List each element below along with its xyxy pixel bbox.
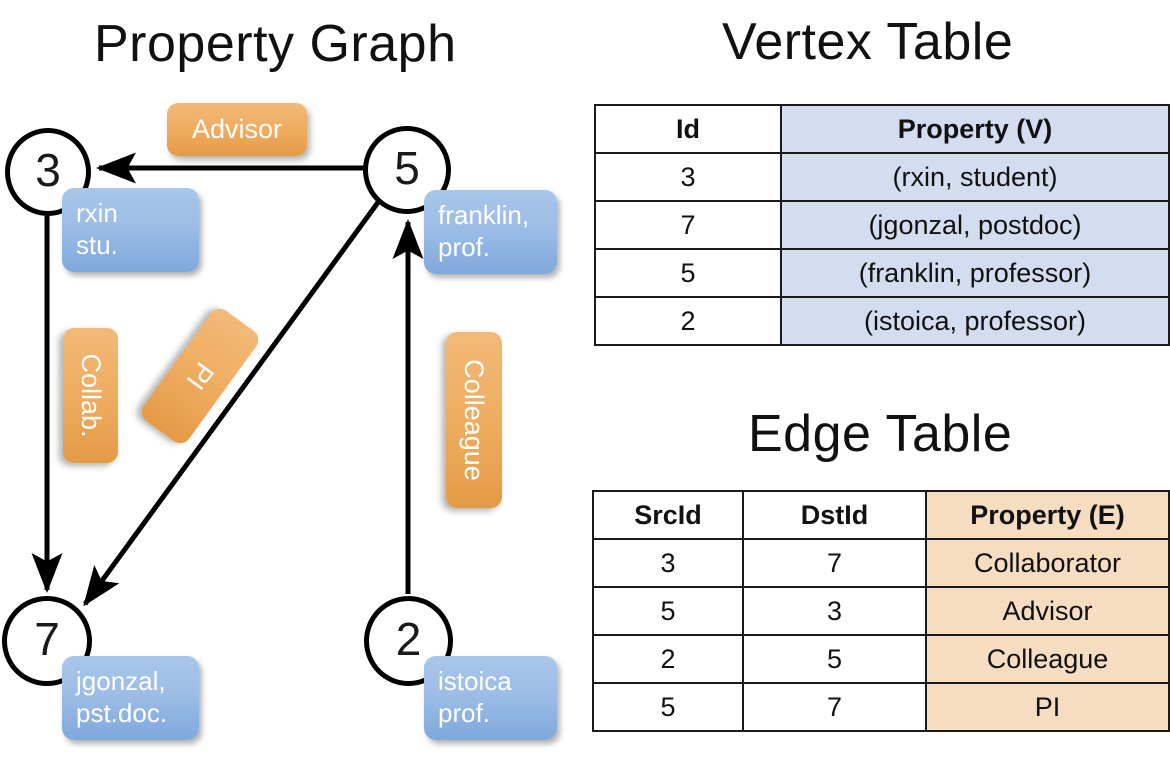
graph-node-2-property-box: istoica prof. — [424, 656, 557, 740]
edge-table-header-row: SrcId DstId Property (E) — [592, 490, 1170, 540]
vertex-row-1-id: 7 — [594, 200, 782, 250]
vertex-row-1-property: (jgonzal, postdoc) — [780, 200, 1170, 250]
edge-table-col-dstid: DstId — [742, 490, 927, 540]
vertex-row-2-property: (franklin, professor) — [780, 248, 1170, 298]
table-row[interactable]: 5 3 Advisor — [592, 586, 1170, 636]
edge-label-pi-text: PI — [180, 357, 221, 396]
edge-table-col-srcid: SrcId — [592, 490, 744, 540]
edge-table: SrcId DstId Property (E) 3 7 Collaborato… — [592, 490, 1170, 732]
edge-row-2-src: 2 — [592, 634, 744, 684]
edge-row-0-property: Collaborator — [925, 538, 1170, 588]
graph-edges-layer — [31, 152, 424, 607]
graph-node-5-property-box: franklin, prof. — [424, 190, 557, 274]
graph-node-3-property-line2: stu. — [76, 229, 118, 260]
graph-node-3-property-box: rxin stu. — [62, 188, 199, 272]
edge-label-colleague-text: Colleague — [459, 359, 490, 481]
vertex-table-col-id: Id — [594, 104, 782, 154]
page-title-edge-table: Edge Table — [748, 405, 1013, 463]
graph-node-2[interactable]: 2 — [364, 596, 453, 686]
edge-row-0-dst: 7 — [742, 538, 927, 588]
edge-table-col-property: Property (E) — [925, 490, 1170, 540]
graph-node-5[interactable]: 5 — [363, 126, 451, 214]
table-row[interactable]: 5 7 PI — [592, 682, 1170, 732]
vertex-table-header-row: Id Property (V) — [594, 104, 1170, 154]
graph-node-7-label: 7 — [34, 613, 60, 665]
edge-label-advisor-text: Advisor — [191, 114, 283, 144]
edge-label-colleague: Colleague — [446, 332, 502, 508]
graph-node-2-property-line1: istoica — [438, 666, 512, 696]
edge-row-1-src: 5 — [592, 586, 744, 636]
property-graph-diagram: 3 rxin stu. 5 franklin, prof. 7 jgonzal,… — [2, 103, 557, 740]
page-title-vertex-table: Vertex Table — [722, 13, 1014, 71]
edge-row-2-dst: 5 — [742, 634, 927, 684]
vertex-row-2-id: 5 — [594, 248, 782, 298]
graph-node-7-property-box: jgonzal, pst.doc. — [62, 656, 199, 740]
graph-node-3-label: 3 — [35, 144, 61, 196]
vertex-row-0-id: 3 — [594, 152, 782, 202]
edge-label-collab: Collab. — [63, 328, 118, 463]
table-row[interactable]: 7 (jgonzal, postdoc) — [594, 200, 1170, 250]
edge-row-3-dst: 7 — [742, 682, 927, 732]
graph-node-2-label: 2 — [395, 613, 422, 665]
graph-node-3-property-line1: rxin — [76, 198, 118, 228]
edge-5-to-7-pi — [82, 199, 382, 607]
graph-node-7-property-line1: jgonzal, — [76, 666, 166, 696]
vertex-table-col-property: Property (V) — [780, 104, 1170, 154]
table-row[interactable]: 2 5 Colleague — [592, 634, 1170, 684]
table-row[interactable]: 3 7 Collaborator — [592, 538, 1170, 588]
edge-row-3-property: PI — [925, 682, 1170, 732]
page-title-property-graph: Property Graph — [94, 15, 457, 73]
edge-row-0-src: 3 — [592, 538, 744, 588]
vertex-row-3-property: (istoica, professor) — [780, 296, 1170, 346]
edge-label-advisor: Advisor — [167, 103, 307, 156]
edge-label-collab-text: Collab. — [76, 353, 106, 438]
edge-row-1-property: Advisor — [925, 586, 1170, 636]
graph-node-5-label: 5 — [394, 142, 420, 194]
table-row[interactable]: 5 (franklin, professor) — [594, 248, 1170, 298]
graph-node-2-property-line2: prof. — [438, 697, 491, 728]
graph-node-5-property-line1: franklin, — [438, 200, 530, 230]
vertex-table: Id Property (V) 3 (rxin, student) 7 (jgo… — [594, 104, 1170, 346]
graph-node-7-property-line2: pst.doc. — [76, 697, 168, 728]
vertex-row-0-property: (rxin, student) — [780, 152, 1170, 202]
edge-row-1-dst: 3 — [742, 586, 927, 636]
table-row[interactable]: 3 (rxin, student) — [594, 152, 1170, 202]
vertex-row-3-id: 2 — [594, 296, 782, 346]
graph-node-5-property-line2: prof. — [438, 231, 491, 262]
table-row[interactable]: 2 (istoica, professor) — [594, 296, 1170, 346]
edge-row-3-src: 5 — [592, 682, 744, 732]
edge-row-2-property: Colleague — [925, 634, 1170, 684]
